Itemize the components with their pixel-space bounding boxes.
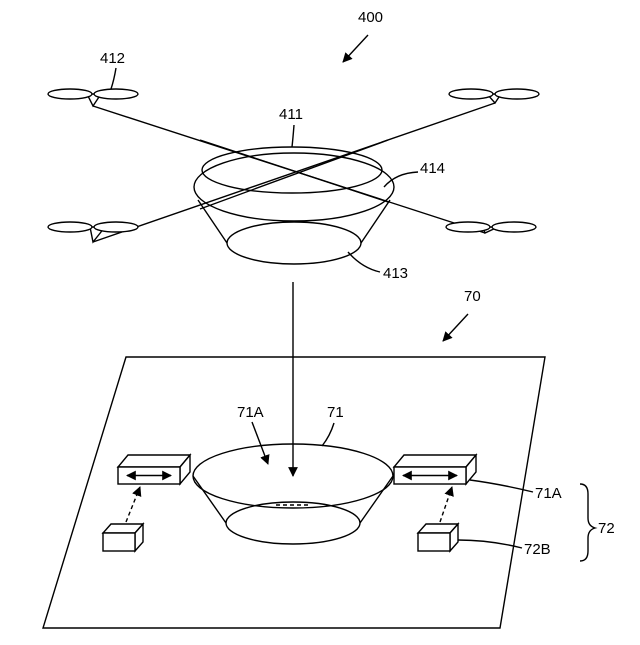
propeller-blade	[492, 222, 536, 232]
receiver-side	[360, 476, 393, 523]
drive-right	[418, 524, 458, 551]
label-411: 411	[279, 106, 303, 123]
label-71: 71	[327, 404, 344, 421]
guide-left	[118, 455, 190, 484]
platform	[43, 357, 545, 628]
label-71A-left: 71A	[237, 404, 264, 421]
leader-71A-left	[252, 422, 268, 464]
label-72: 72	[598, 520, 615, 537]
leader-412	[111, 68, 116, 89]
leader-71	[322, 423, 334, 446]
drive-link-left	[126, 487, 140, 522]
propeller-blade	[48, 222, 92, 232]
propeller-blade	[495, 89, 539, 99]
leader-72B	[458, 540, 522, 548]
station	[43, 357, 545, 628]
propeller-blade	[48, 89, 92, 99]
propeller-blade	[94, 222, 138, 232]
receiver-side	[193, 476, 226, 523]
leader-411	[292, 125, 294, 147]
leader-70	[443, 314, 468, 341]
drive-link-right	[440, 487, 452, 522]
drive-left	[103, 524, 143, 551]
body-bottom	[227, 222, 361, 264]
leader-413	[348, 252, 380, 272]
label-70: 70	[464, 288, 481, 305]
label-72B: 72B	[524, 541, 551, 558]
propeller-blade	[94, 89, 138, 99]
leader-414	[384, 172, 418, 187]
leader-400	[343, 35, 368, 62]
guide-right	[394, 455, 476, 484]
group-brace	[580, 484, 595, 561]
propeller-blade	[446, 222, 490, 232]
label-412: 412	[100, 50, 125, 67]
label-400: 400	[358, 9, 383, 26]
propeller-blade	[449, 89, 493, 99]
label-414: 414	[420, 160, 445, 177]
label-71A-right: 71A	[535, 485, 562, 502]
label-413: 413	[383, 265, 408, 282]
body-ring	[194, 153, 394, 221]
